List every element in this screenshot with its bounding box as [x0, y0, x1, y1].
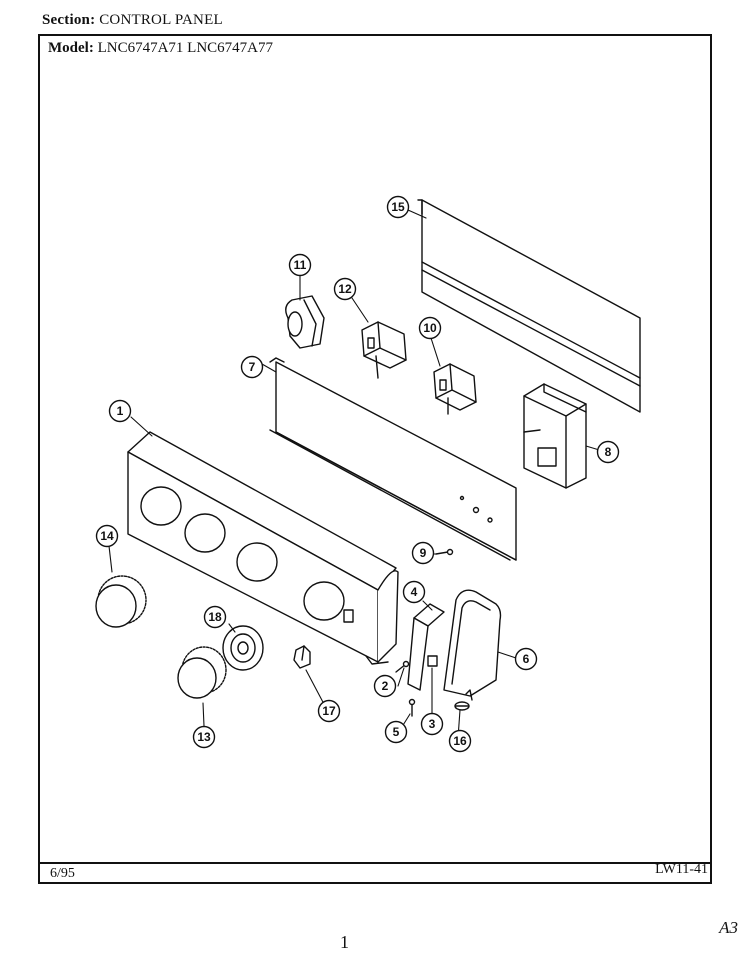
callout-3: 3 — [420, 712, 444, 736]
callout-16: 16 — [448, 729, 472, 753]
corner-mark: A3 — [719, 918, 738, 937]
callout-13: 13 — [192, 725, 216, 749]
part-13-knob — [177, 646, 227, 699]
callout-11-text: 11 — [294, 258, 307, 272]
callout-12-text: 12 — [338, 282, 352, 296]
callout-17-text: 17 — [322, 704, 336, 718]
callout-12: 12 — [333, 277, 357, 301]
callout-16-text: 16 — [453, 734, 467, 748]
callout-14: 14 — [95, 524, 119, 548]
callout-1-text: 1 — [117, 404, 124, 418]
model-value: LNC6747A71 LNC6747A77 — [97, 40, 273, 56]
section-label: Section: — [42, 12, 96, 28]
part-18-knob-skirt — [222, 625, 264, 671]
page-mark: 1 — [340, 932, 349, 952]
callout-10-text: 10 — [423, 321, 437, 335]
callout-1: 1 — [108, 399, 132, 423]
callout-14-text: 14 — [100, 529, 114, 543]
callout-5-text: 5 — [393, 725, 400, 739]
callout-3-text: 3 — [429, 717, 436, 731]
model-label: Model: — [48, 40, 94, 56]
callout-4: 4 — [402, 580, 426, 604]
callout-8-text: 8 — [605, 445, 612, 459]
callout-13-text: 13 — [197, 730, 211, 744]
callout-6: 6 — [514, 647, 538, 671]
part-10-switch — [433, 363, 477, 415]
callout-18: 18 — [203, 605, 227, 629]
callout-6-text: 6 — [523, 652, 530, 666]
part-7-bracket — [269, 357, 517, 561]
callout-2-text: 2 — [382, 679, 389, 693]
leader-lines — [108, 209, 607, 739]
part-17-clip — [293, 645, 311, 669]
callout-7: 7 — [240, 355, 264, 379]
callout-4-text: 4 — [411, 585, 418, 599]
callout-9-text: 9 — [420, 546, 427, 560]
part-9-screw — [435, 548, 454, 556]
callout-9: 9 — [411, 541, 435, 565]
callout-7-text: 7 — [249, 360, 256, 374]
model-heading: Model: LNC6747A71 LNC6747A77 — [48, 40, 273, 57]
callout-11: 11 — [288, 253, 312, 277]
footer-code: LW11-41 — [655, 862, 708, 877]
part-4-trim-strip — [407, 603, 445, 691]
part-5-screw — [408, 698, 416, 717]
footer-date: 6/95 — [50, 866, 75, 881]
part-12-switch — [361, 321, 407, 379]
callout-10: 10 — [418, 316, 442, 340]
callout-8: 8 — [596, 440, 620, 464]
part-3-clip — [427, 655, 438, 667]
part-15-rear-panel — [417, 199, 641, 413]
part-2-screw — [395, 660, 410, 673]
callout-17: 17 — [317, 699, 341, 723]
part-14-knob — [95, 575, 147, 628]
callout-18-text: 18 — [208, 610, 222, 624]
section-value: CONTROL PANEL — [99, 12, 223, 28]
part-16-fastener — [454, 701, 470, 711]
part-8-module-box — [523, 383, 587, 489]
part-6-end-cap — [443, 589, 502, 701]
callout-15-text: 15 — [391, 200, 405, 214]
callout-5: 5 — [384, 720, 408, 744]
callout-2: 2 — [373, 674, 397, 698]
callout-15: 15 — [386, 195, 410, 219]
section-heading: Section: CONTROL PANEL — [42, 12, 223, 29]
diagram-frame — [38, 34, 712, 884]
part-1-console-panel — [127, 431, 399, 665]
part-11-switch — [285, 295, 325, 349]
footer-divider — [38, 862, 712, 864]
